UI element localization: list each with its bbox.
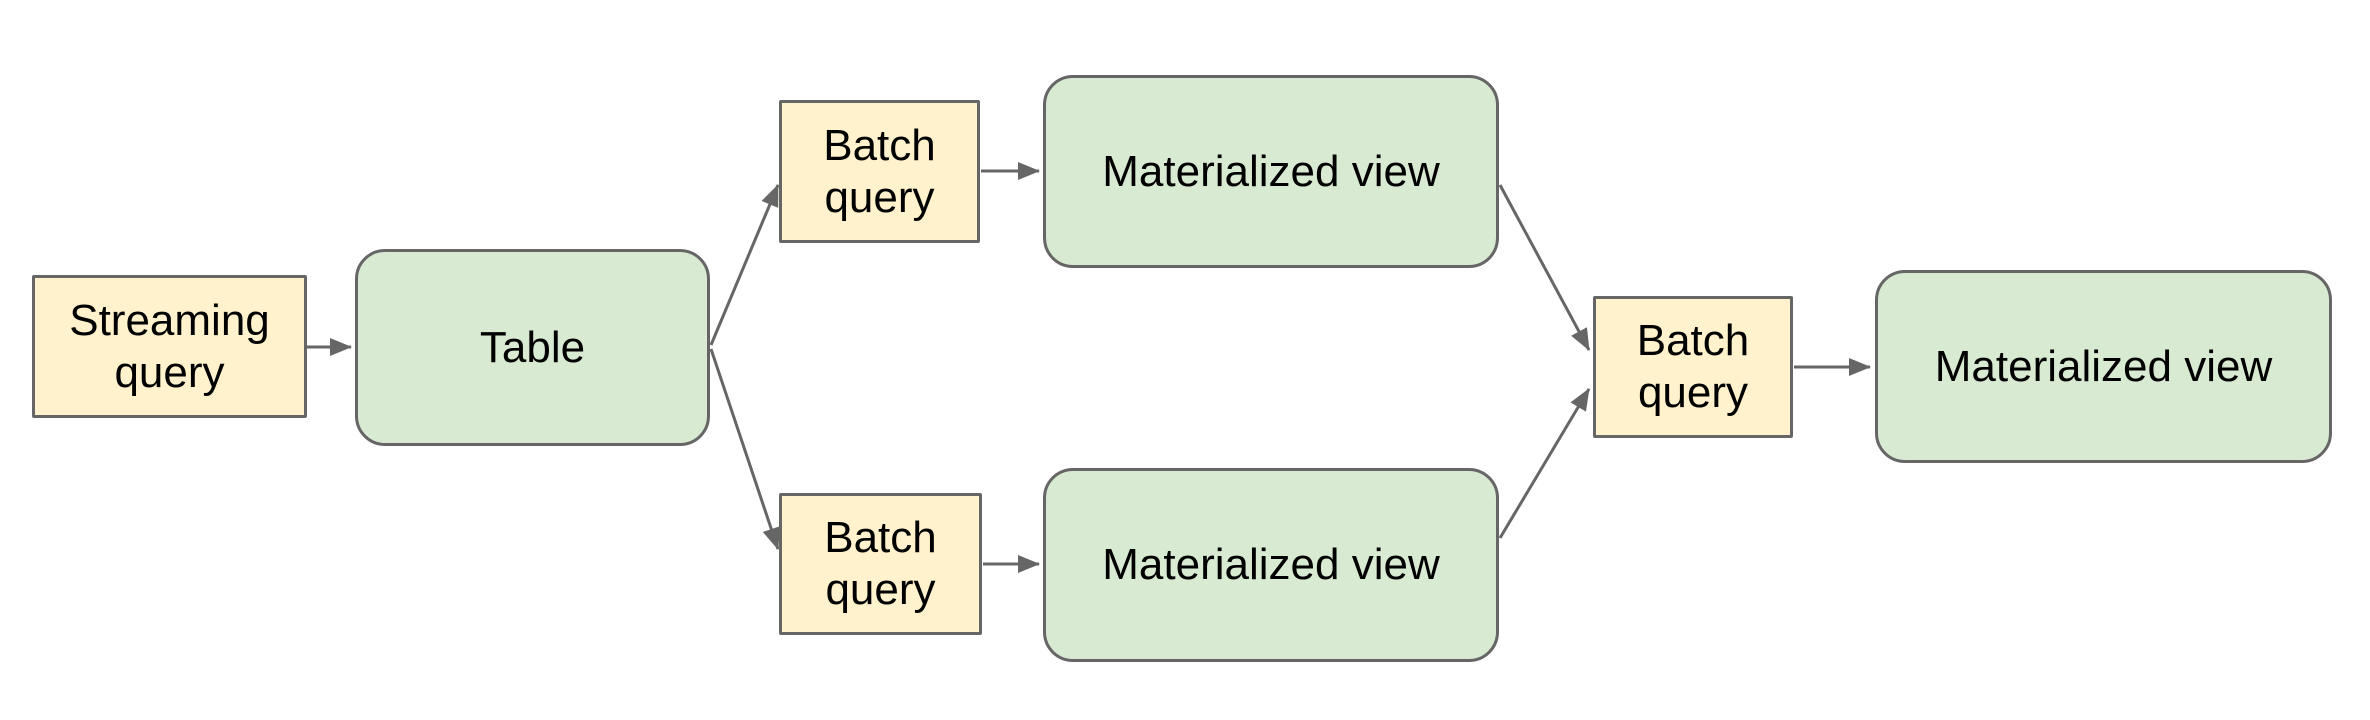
edge-mv-top-to-batch-query-final — [1498, 184, 1591, 351]
edge-mv-bottom-to-batch-query-final — [1498, 388, 1591, 539]
edge-table-to-batch-query-top — [709, 184, 780, 346]
node-batch-query-bottom: Batch query — [779, 493, 982, 635]
node-materialized-view-top: Materialized view — [1043, 75, 1499, 268]
node-materialized-view-final: Materialized view — [1875, 270, 2332, 463]
edge-table-to-batch-query-bottom — [709, 348, 780, 550]
node-streaming-query: Streaming query — [32, 275, 307, 418]
node-batch-query-top: Batch query — [779, 100, 980, 243]
node-table: Table — [355, 249, 710, 446]
node-batch-query-final: Batch query — [1593, 296, 1793, 438]
node-materialized-view-bottom: Materialized view — [1043, 468, 1499, 662]
